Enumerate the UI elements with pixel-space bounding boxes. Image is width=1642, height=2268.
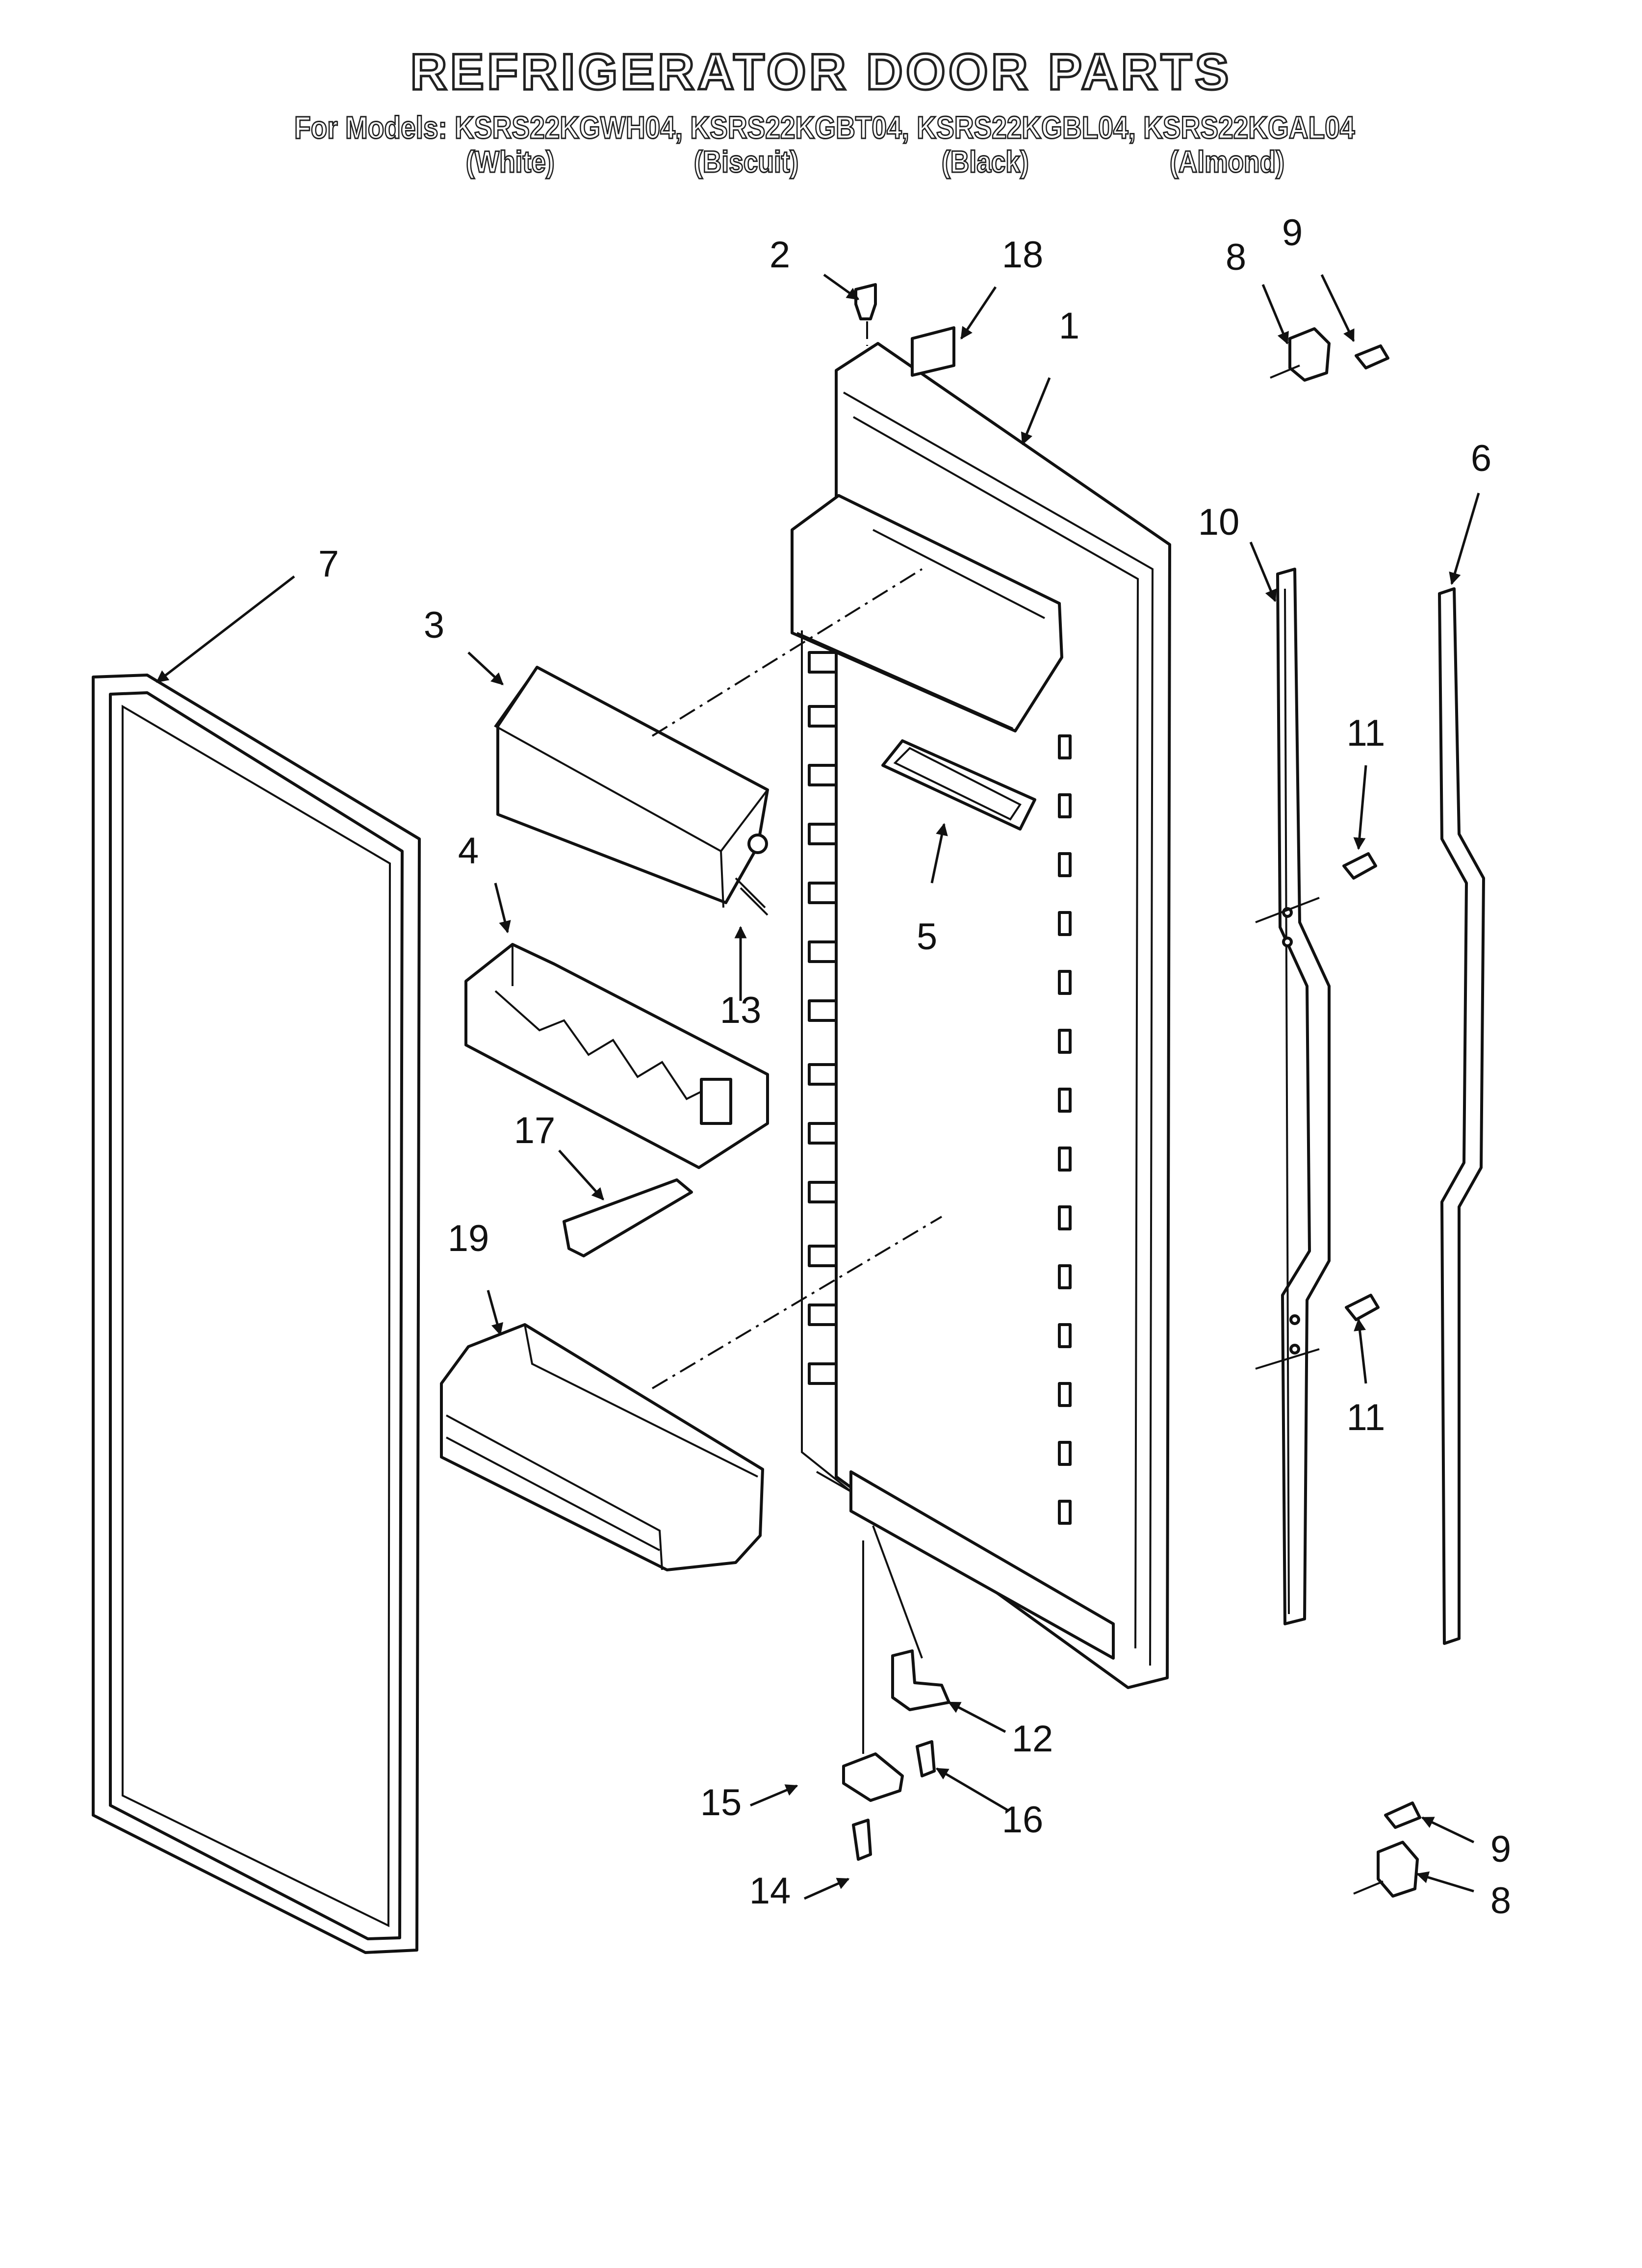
door-trim-strip <box>1438 587 1485 1645</box>
callout-9-bottom: 9 <box>1490 1828 1511 1870</box>
callout-8-bottom: 8 <box>1490 1880 1511 1922</box>
color-label-black: (Black) <box>941 145 1029 179</box>
liner-shelf-tabs-right <box>1058 734 1072 1525</box>
callout-4: 4 <box>458 830 479 872</box>
callout-labels: 1 2 3 4 5 6 7 8 8 9 9 10 11 11 12 13 14 … <box>318 212 1511 1922</box>
callout-3: 3 <box>424 604 444 646</box>
callout-2: 2 <box>770 234 790 276</box>
door-bin <box>440 1216 943 1571</box>
leader-arrows <box>156 273 1480 1900</box>
callout-12: 12 <box>1012 1718 1053 1760</box>
callout-11-upper: 11 <box>1347 712 1385 754</box>
egg-tray <box>464 943 769 1169</box>
callout-15: 15 <box>700 1782 742 1824</box>
callout-10: 10 <box>1198 501 1240 543</box>
top-hinge-cover-set <box>1270 327 1389 382</box>
handle-trim-bar <box>1255 568 1331 1625</box>
color-label-almond: (Almond) <box>1169 145 1285 179</box>
callout-5: 5 <box>917 916 937 958</box>
color-label-white: (White) <box>465 145 555 179</box>
callout-13: 13 <box>720 990 762 1031</box>
callout-14: 14 <box>749 1870 791 1912</box>
callout-7: 7 <box>318 543 339 585</box>
door-gasket <box>92 674 421 1954</box>
door-liner <box>791 342 1171 1689</box>
callout-11-lower: 11 <box>1347 1397 1385 1438</box>
callout-18: 18 <box>1002 234 1044 276</box>
bottom-hinge-set <box>872 1525 950 1777</box>
callout-1: 1 <box>1059 305 1079 347</box>
callout-16: 16 <box>1002 1799 1044 1841</box>
color-label-biscuit: (Biscuit) <box>693 145 799 179</box>
callout-9-top: 9 <box>1282 212 1303 254</box>
callout-19: 19 <box>448 1218 489 1259</box>
tray-clip <box>563 1178 693 1257</box>
callout-6: 6 <box>1471 438 1491 479</box>
callout-17: 17 <box>514 1110 556 1151</box>
handle-screw-upper <box>1342 852 1377 880</box>
small-bin <box>881 739 1036 831</box>
door-plug <box>854 283 877 346</box>
dairy-compartment <box>494 568 923 908</box>
page-title: REFRIGERATOR DOOR PARTS <box>409 44 1232 101</box>
liner-shelf-tabs-left <box>808 651 838 1385</box>
bottom-bracket-set <box>842 1540 904 1861</box>
callout-8-top: 8 <box>1226 236 1246 278</box>
bottom-hinge-cover-set <box>1353 1801 1421 1898</box>
dairy-hinge-pin <box>735 877 769 916</box>
handle-screw-lower <box>1345 1294 1380 1321</box>
door-label <box>911 326 955 377</box>
models-line: For Models: KSRS22KGWH04, KSRS22KGBT04, … <box>294 110 1356 145</box>
